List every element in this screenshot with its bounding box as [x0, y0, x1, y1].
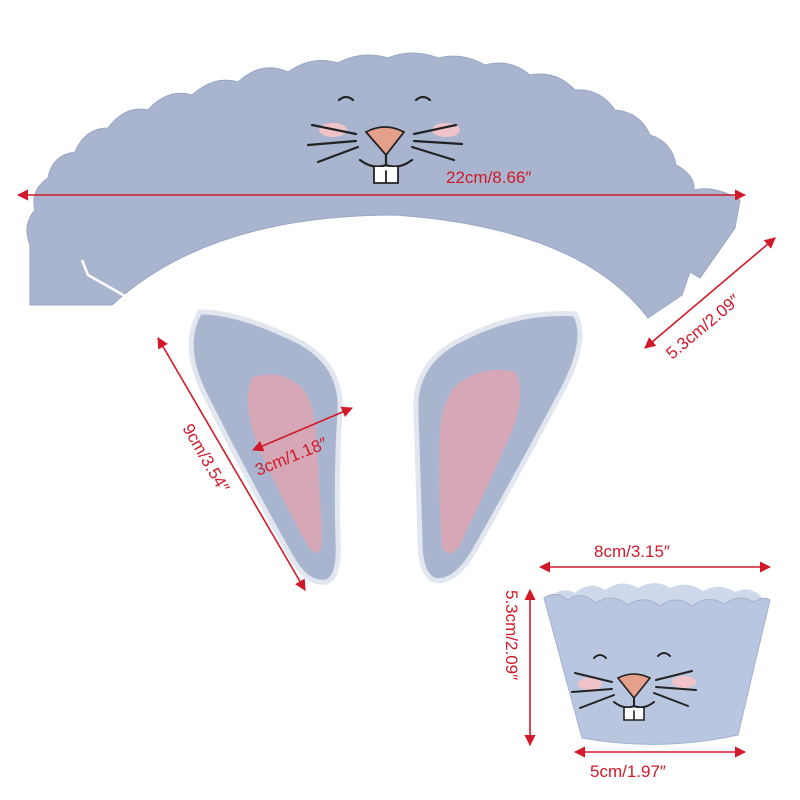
label-wrapper-height: 5.3cm/2.09″ [662, 291, 743, 363]
flat-wrapper [26, 52, 741, 319]
ear-inner [439, 369, 521, 554]
bunny-face-icon [306, 95, 464, 184]
wrapper-tab-slot [80, 259, 126, 298]
cupcake-wrapper-icon [543, 583, 771, 745]
bunny-ear-right [413, 311, 583, 584]
label-cup-top: 8cm/3.15″ [594, 542, 670, 561]
label-wrapper-length: 22cm/8.66″ [446, 168, 531, 187]
dim-line-ear-length [157, 337, 306, 591]
dim-line-ear-width [251, 406, 354, 452]
dimension-lines [16, 189, 776, 758]
bunny-face-icon [571, 652, 697, 721]
label-cup-height: 5.3cm/2.09″ [502, 590, 521, 680]
label-cup-bottom: 5cm/1.97″ [590, 762, 666, 781]
dim-line-wrapper-height [644, 237, 776, 349]
wrapper-body [26, 52, 741, 319]
cup-body [543, 594, 771, 745]
